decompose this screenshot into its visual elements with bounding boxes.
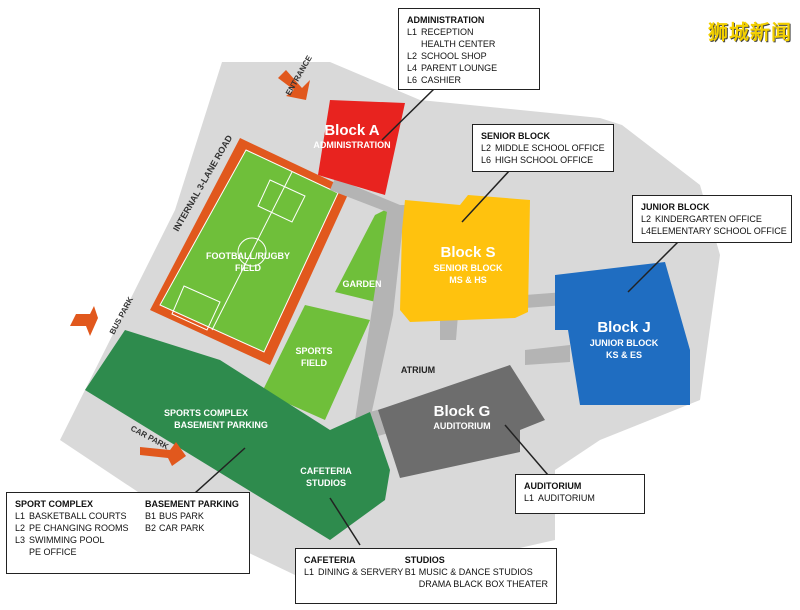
block-a-name: Block A <box>324 122 379 139</box>
block-g-name: Block G <box>434 403 491 420</box>
row-text: CASHIER <box>421 75 462 85</box>
level-code: L2 <box>407 51 418 61</box>
row-text: DINING & SERVERY <box>318 567 404 577</box>
level-code: L2 <box>641 214 652 224</box>
level-code <box>405 578 419 590</box>
level-code: L6 <box>407 75 418 85</box>
callout-title: JUNIOR BLOCK <box>641 202 710 212</box>
callout-title: SPORT COMPLEX <box>15 499 94 509</box>
row-text: MIDDLE SCHOOL OFFICE <box>495 143 605 153</box>
entrance-arrow-icon <box>278 70 310 100</box>
block-a-sub: ADMINISTRATION <box>313 140 390 150</box>
row-text: PE CHANGING ROOMS <box>29 523 129 533</box>
callout-title: BASEMENT PARKING <box>145 499 239 509</box>
row-text: MUSIC & DANCE STUDIOS <box>418 567 533 577</box>
callout-title: AUDITORIUM <box>524 481 582 491</box>
level-code: L6 <box>481 155 492 165</box>
row-text: HEALTH CENTER <box>421 39 496 49</box>
football-field-label-1: FOOTBALL/RUGBY <box>206 251 290 261</box>
level-code: L1 <box>524 493 535 503</box>
football-field-label-2: FIELD <box>235 263 261 273</box>
block-j-name: Block J <box>597 319 650 336</box>
site-logo: 狮城新闻 <box>708 20 792 44</box>
block-g-sub: AUDITORIUM <box>433 421 490 431</box>
callout-title: STUDIOS <box>404 555 445 565</box>
callout-title: SENIOR BLOCK <box>481 131 551 141</box>
block-j[interactable] <box>555 262 690 405</box>
walkways <box>330 178 570 436</box>
callout-title: CAFETERIA <box>304 555 356 565</box>
level-code: L2 <box>481 143 492 153</box>
level-code <box>407 38 421 50</box>
block-j-sub1: JUNIOR BLOCK <box>590 338 659 348</box>
row-text: BUS PARK <box>159 511 204 521</box>
sports-complex-label-1: SPORTS COMPLEX <box>164 408 248 418</box>
level-code: B1 <box>145 511 157 521</box>
row-text: CAR PARK <box>159 523 205 533</box>
sports-field-label-2: FIELD <box>301 358 327 368</box>
sports-complex[interactable] <box>85 330 390 540</box>
block-s[interactable] <box>400 195 530 322</box>
block-a[interactable] <box>318 100 405 195</box>
block-s-sub2: MS & HS <box>449 275 487 285</box>
block-j-sub2: KS & ES <box>606 350 642 360</box>
cafeteria-label-2: STUDIOS <box>306 478 346 488</box>
row-text: AUDITORIUM <box>538 493 595 503</box>
row-text: ELEMENTARY SCHOOL OFFICE <box>651 226 787 236</box>
level-code: B1 <box>404 567 416 577</box>
block-s-name: Block S <box>440 244 495 261</box>
row-text: HIGH SCHOOL OFFICE <box>495 155 594 165</box>
row-text: RECEPTION <box>421 27 474 37</box>
level-code: L4 <box>641 226 652 236</box>
row-text: PARENT LOUNGE <box>421 63 498 73</box>
car-park-arrow-icon <box>140 442 186 466</box>
row-text: BASKETBALL COURTS <box>29 511 127 521</box>
level-code: L4 <box>407 63 418 73</box>
level-code: L1 <box>15 511 26 521</box>
atrium-label: ATRIUM <box>401 365 435 375</box>
garden-label: GARDEN <box>342 279 381 289</box>
level-code: L1 <box>304 567 315 577</box>
row-text: PE OFFICE <box>29 547 77 557</box>
block-g[interactable] <box>378 365 545 478</box>
bus-park-arrow-icon <box>70 306 98 336</box>
row-text: KINDERGARTEN OFFICE <box>655 214 762 224</box>
level-code: L2 <box>15 523 26 533</box>
sports-field-label-1: SPORTS <box>295 346 332 356</box>
level-code: L1 <box>407 27 418 37</box>
row-text: DRAMA BLACK BOX THEATER <box>418 579 548 589</box>
row-text: SWIMMING POOL <box>29 535 105 545</box>
level-code <box>15 546 29 558</box>
sports-complex-label-2: BASEMENT PARKING <box>174 420 268 430</box>
football-field <box>160 150 338 352</box>
sports-field <box>262 305 370 420</box>
callout-title: ADMINISTRATION <box>407 15 485 25</box>
level-code: B2 <box>145 523 157 533</box>
field-markings <box>159 149 339 353</box>
row-text: SCHOOL SHOP <box>421 51 487 61</box>
level-code: L3 <box>15 535 26 545</box>
block-s-sub1: SENIOR BLOCK <box>433 263 503 273</box>
cafeteria-label-1: CAFETERIA <box>300 466 352 476</box>
